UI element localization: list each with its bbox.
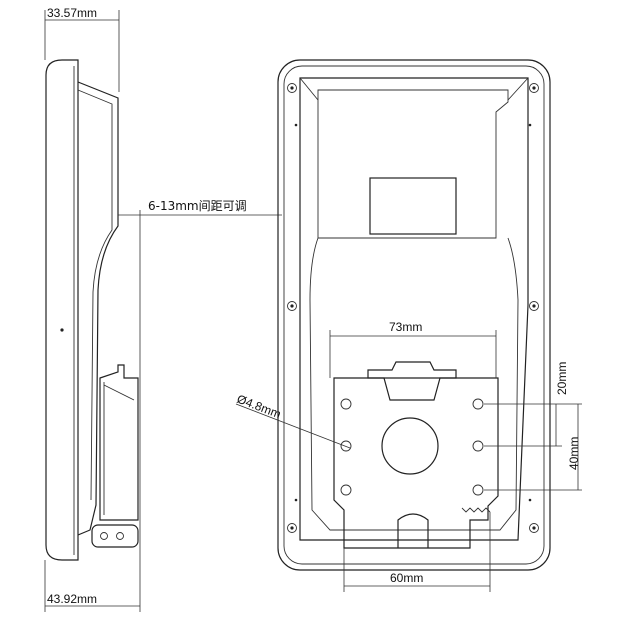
back-view: 73mm 60mm 20mm 40mm Ø4.8mm [235, 59, 582, 592]
wall-bracket [99, 364, 139, 521]
side-view: 33.57mm 6-13mm间距可调 43.92mm [44, 6, 282, 612]
diameter-leader [235, 403, 351, 449]
latch-screw-left [100, 532, 108, 540]
lower-recess [309, 237, 519, 531]
dim-40-label: 40mm [567, 437, 581, 470]
dim-60-label: 60mm [390, 571, 423, 585]
hole-left-mid [340, 440, 352, 452]
bottom-depth-label: 43.92mm [47, 592, 97, 606]
mounting-plate [333, 377, 499, 549]
dim-20-label: 20mm [555, 362, 569, 395]
diameter-label: Ø4.8mm [235, 392, 283, 422]
cable-hole [381, 417, 439, 475]
bottom-latch [91, 524, 139, 548]
recess-corner-tr [507, 77, 529, 101]
hole-right-mid [472, 440, 484, 452]
outer-frame-inner [283, 65, 545, 565]
recess-corner-tl [299, 77, 319, 101]
frame-screws [287, 83, 539, 533]
hole-left-top [340, 398, 352, 410]
latch-screw-right [116, 532, 124, 540]
top-depth-label: 33.57mm [47, 6, 97, 20]
plate-teeth [461, 507, 491, 513]
plate-bottom-notch [397, 513, 429, 548]
plate-hook-tab [367, 361, 457, 401]
hole-right-bottom [472, 484, 484, 496]
gap-adjust-label: 6-13mm间距可调 [148, 199, 247, 213]
label-window [369, 177, 457, 235]
outer-frame [277, 59, 551, 571]
hole-left-bottom [340, 484, 352, 496]
rear-inner-profile [77, 89, 113, 501]
device-rear-profile [77, 81, 119, 536]
dim-73-label: 73mm [389, 320, 422, 334]
bracket-clip-line [103, 384, 135, 401]
side-screw-mark [60, 328, 64, 332]
device-front-shell [45, 59, 79, 561]
upper-recess [317, 89, 509, 239]
hole-right-top [472, 398, 484, 410]
